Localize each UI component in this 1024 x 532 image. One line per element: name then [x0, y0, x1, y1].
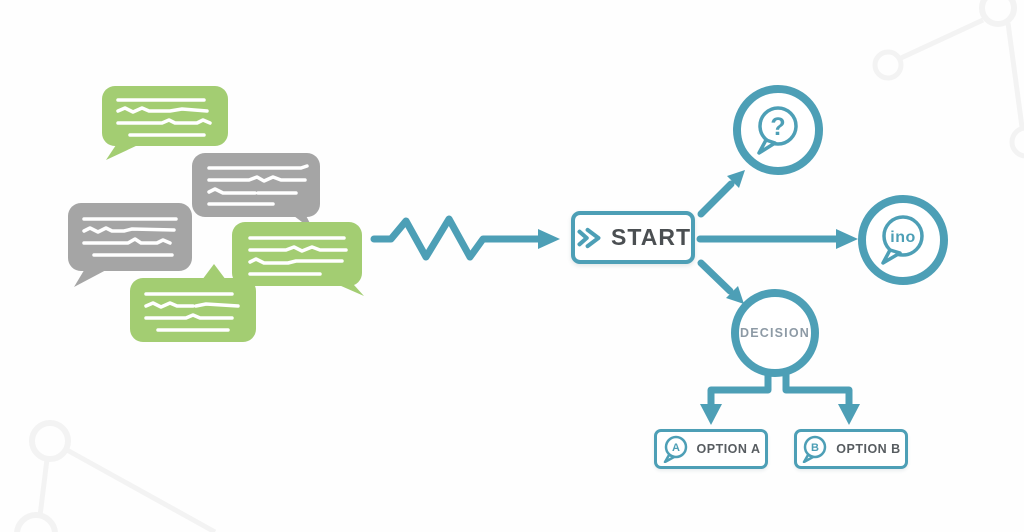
speech-bubble-a-icon: A: [663, 435, 687, 463]
zigzag-connector: [370, 215, 542, 261]
option-a-symbol: A: [672, 442, 680, 454]
question-symbol: ?: [770, 113, 785, 141]
chat-bubble: [130, 264, 256, 342]
chat-bubble: [232, 222, 364, 296]
question-node[interactable]: ?: [733, 85, 823, 175]
arrow-to-decision: [697, 259, 734, 295]
arrow-to-question: [697, 180, 735, 218]
question-bubble-icon: ?: [757, 106, 798, 155]
chat-bubble: [68, 203, 192, 287]
decision-node[interactable]: DECISION: [731, 289, 819, 377]
decision-label: DECISION: [739, 326, 811, 340]
option-b-label: OPTION B: [836, 442, 901, 456]
chat-bubble: [102, 86, 228, 160]
option-a-label: OPTION A: [696, 442, 761, 456]
info-node[interactable]: ino: [858, 195, 948, 285]
option-b-node[interactable]: B OPTION B: [794, 429, 908, 469]
option-a-node[interactable]: A OPTION A: [654, 429, 768, 469]
start-label: START: [611, 224, 691, 250]
option-b-symbol: B: [811, 442, 819, 454]
start-node[interactable]: START: [571, 211, 695, 264]
speech-bubble-icon: ino: [881, 215, 924, 265]
double-chevron-icon: [577, 227, 601, 248]
speech-bubble-b-icon: B: [803, 435, 827, 463]
chat-bubble: [192, 153, 320, 231]
decision-fork: [707, 368, 853, 408]
info-symbol: ino: [890, 229, 916, 246]
